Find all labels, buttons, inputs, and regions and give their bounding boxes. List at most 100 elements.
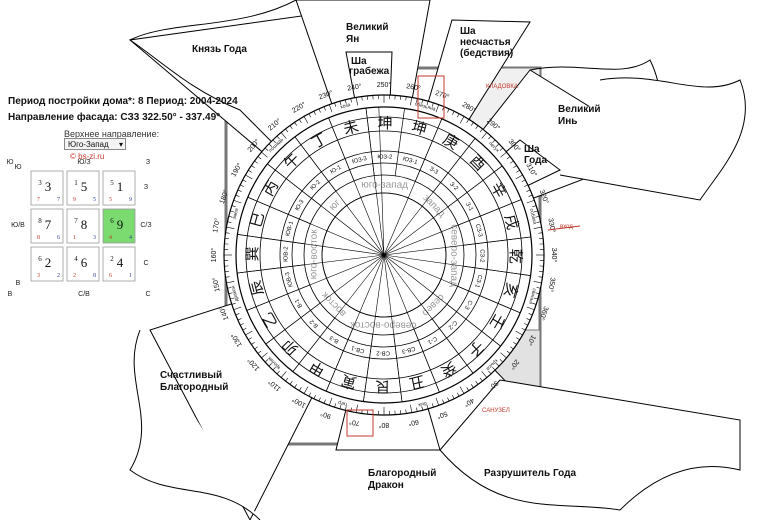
degree-tick [499,147,504,151]
star-bottom-left: 6 [109,273,112,279]
compass-ring-3 [259,130,509,380]
chevron-down-icon: ▾ [118,140,123,149]
degree-tick [535,216,540,218]
star-bottom-right: 8 [93,273,96,279]
degree-tick [254,160,258,164]
degree-tick [328,104,333,113]
degree-tick [528,313,533,316]
degree-tick [361,96,363,101]
ray-line [383,254,474,374]
sector-label: В-2 [309,317,320,328]
ray-line [247,196,385,256]
bathroom-label: САНУЗЕЛ [482,408,510,414]
ray-line [237,254,385,274]
star-main: 6 [81,255,88,270]
ray-line [383,254,531,276]
degree-tick [513,165,517,169]
degree-label: 260° [406,82,422,92]
ray-line [378,107,385,256]
degree-tick [516,169,520,173]
ray-line [237,234,385,256]
star-bottom-left: 4 [109,235,112,241]
degree-tick [532,205,537,208]
top-direction-value: Юго-Запад [68,140,109,149]
sector-label: ЮЗ-3 [352,156,369,166]
sector-label: С-2 [446,319,458,331]
prince-outline [129,0,297,41]
degree-tick [459,386,465,394]
degree-tick [251,341,255,345]
degree-tick [536,221,541,223]
degree-label: 90° [319,409,332,420]
degree-tick [254,346,258,350]
degree-tick [350,98,352,103]
sector-label: З-3 [428,166,439,176]
sector-zodiac: собака [528,208,538,225]
star-bottom-right: 9 [129,197,132,203]
period-info: Период постройки дома*: 8 Период: 2004-2… [8,96,238,107]
degree-label: 80° [379,421,390,429]
sector-label: СВ-1 [350,344,365,354]
sector-divider [394,108,405,176]
sector-label: Ю-3 [295,199,306,212]
degree-tick [245,330,253,336]
degree-label: 70° [348,418,360,428]
degree-tick [280,371,287,378]
compass-core [321,192,447,318]
star-top: 3 [38,179,42,187]
sector-label: ЮЗ-1 [402,156,419,166]
degree-tick [313,395,316,399]
degree-tick [257,156,262,160]
degree-tick [227,287,232,289]
degree-label: 150° [211,277,221,293]
star-top: 6 [110,217,114,225]
degree-tick [294,122,298,126]
label-great-yang-line2: Ян [346,34,359,45]
degree-tick [323,399,326,404]
degree-tick [303,116,309,124]
degree-tick [261,352,268,359]
star-bottom-right: 5 [93,197,96,203]
label-destroyer-of-year: Разрушитель Года [484,468,576,479]
ray-line [383,138,476,256]
degree-tick [268,143,272,147]
direction-caption: Верхнее направление: [64,129,160,139]
top-direction-select[interactable]: Юго-Запад ▾ [64,138,126,150]
compass-ring-4 [279,150,489,360]
degree-tick [442,399,445,404]
degree-label: 240° [347,82,363,92]
ray-line [383,199,522,256]
star-main: 9 [117,217,124,232]
degree-tick [470,122,474,126]
grid-right-label: С/З [140,222,151,229]
degree-tick [242,327,247,331]
grid-left-label: В [16,280,21,287]
degree-tick [294,384,298,388]
degree-tick [533,210,538,213]
degree-tick [426,404,429,409]
ray-line [383,236,531,256]
degree-tick [526,189,531,192]
degree-label: 60° [407,418,419,428]
degree-label: 340° [550,248,558,263]
degree-tick [496,363,500,367]
degree-tick [452,111,455,115]
star-cell-box [30,246,64,282]
site-link[interactable]: © bs-zi.ru [70,152,105,161]
star-bottom-left: 5 [109,197,112,203]
degree-tick [226,281,235,284]
degree-tick [466,387,470,391]
sector-zodiac: обезьяна [414,101,436,113]
label-prince-of-year: Князь Года [192,44,247,55]
direction-name: северо-запад [448,224,460,287]
degree-tick [532,302,537,305]
star-main: 4 [117,255,124,270]
degree-tick [308,392,312,397]
sector-label: СВ-3 [400,345,415,354]
degree-tick [318,397,321,402]
degree-tick [285,128,289,133]
